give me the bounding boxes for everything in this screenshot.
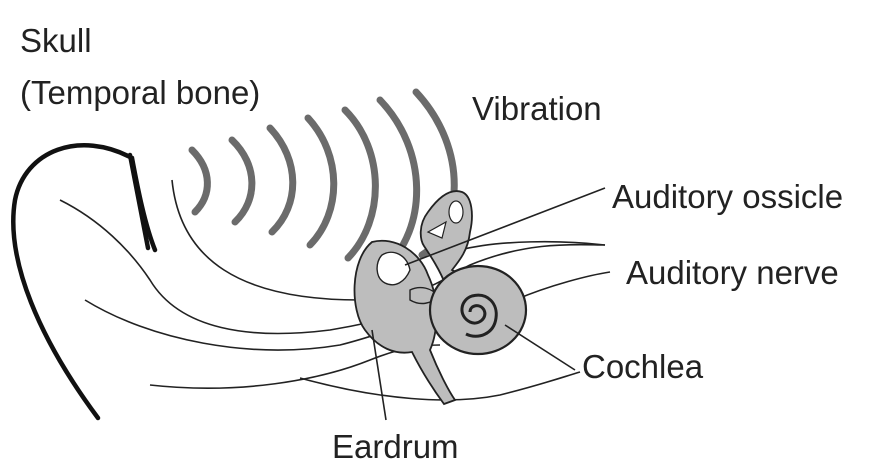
label-eardrum: Eardrum (332, 430, 459, 463)
label-temporal-bone: (Temporal bone) (20, 76, 260, 109)
ear-canal-upper (85, 300, 390, 350)
vibration-waves (192, 92, 454, 268)
leader-cochlea (505, 325, 575, 370)
wave-1 (192, 150, 207, 212)
ear-crus (130, 155, 148, 248)
label-auditory-ossicle: Auditory ossicle (612, 180, 843, 213)
wave-5 (345, 110, 375, 258)
cochlea-shell (430, 266, 526, 354)
label-vibration: Vibration (472, 92, 602, 125)
wave-3 (270, 128, 293, 232)
wave-2 (232, 140, 252, 222)
label-auditory-nerve: Auditory nerve (626, 256, 839, 289)
label-skull: Skull (20, 24, 92, 57)
wave-4 (308, 118, 334, 245)
nerve-line-lower (515, 272, 610, 300)
label-cochlea: Cochlea (582, 350, 703, 383)
skull-contour-inner (460, 242, 605, 250)
canal-hole-1 (449, 201, 463, 223)
